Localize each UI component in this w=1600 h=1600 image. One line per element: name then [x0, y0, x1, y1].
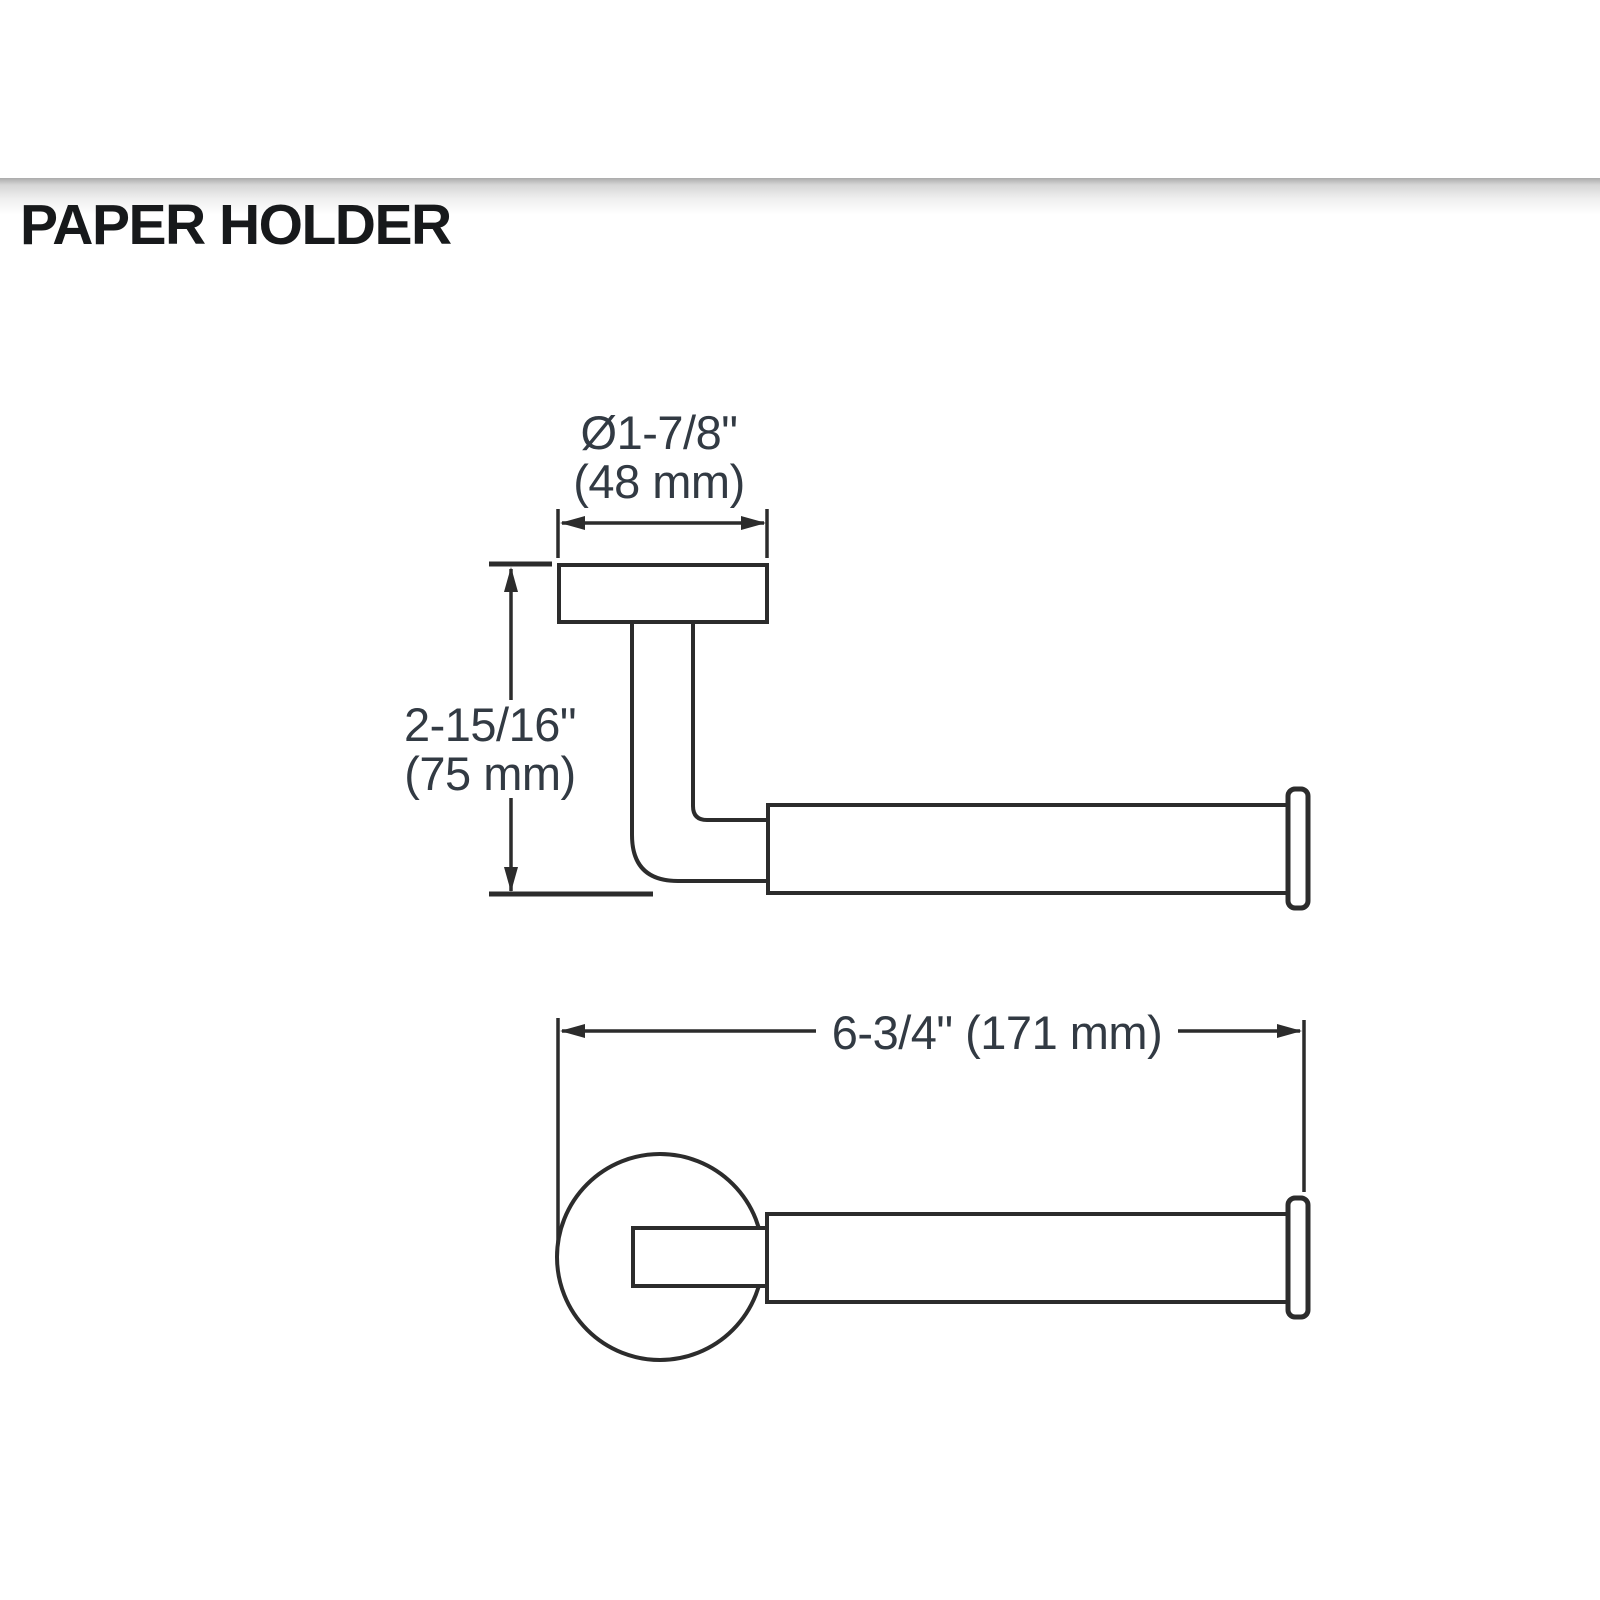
roll-bar-bottom [765, 1212, 1290, 1304]
page-title: PAPER HOLDER [20, 193, 452, 257]
height-dimension [489, 561, 653, 897]
arrowhead-up [504, 567, 518, 592]
length-dimension-label: 6-3/4" (171 mm) [831, 1006, 1163, 1059]
roll-bar-side [766, 803, 1290, 895]
wall-plate-side [557, 563, 769, 624]
arrowhead-left [560, 1024, 585, 1038]
diameter-dimension-label: Ø1-7/8" (48 mm) [573, 406, 745, 508]
arrowhead-right [1277, 1024, 1302, 1038]
arrowhead-down [504, 867, 518, 892]
mount-arm-bottom [631, 1226, 769, 1288]
bottom-view [555, 1018, 1311, 1362]
page-top-shadow [0, 178, 1600, 215]
end-cap-side [1285, 786, 1311, 911]
diameter-metric-text: (48 mm) [573, 455, 745, 508]
arrowhead-right [741, 516, 766, 530]
diameter-imperial-text: Ø1-7/8" [580, 406, 738, 459]
arrowhead-left [560, 516, 585, 530]
mount-arm-side [630, 622, 768, 883]
height-dimension-label: 2-15/16" (75 mm) [398, 698, 582, 800]
height-metric-text: (75 mm) [404, 747, 576, 800]
length-text: 6-3/4" (171 mm) [831, 1006, 1163, 1059]
height-imperial-text: 2-15/16" [403, 698, 577, 751]
diameter-dimension [556, 509, 769, 558]
length-dimension [556, 1018, 1306, 1250]
end-cap-bottom [1285, 1195, 1311, 1320]
side-view [489, 509, 1311, 911]
